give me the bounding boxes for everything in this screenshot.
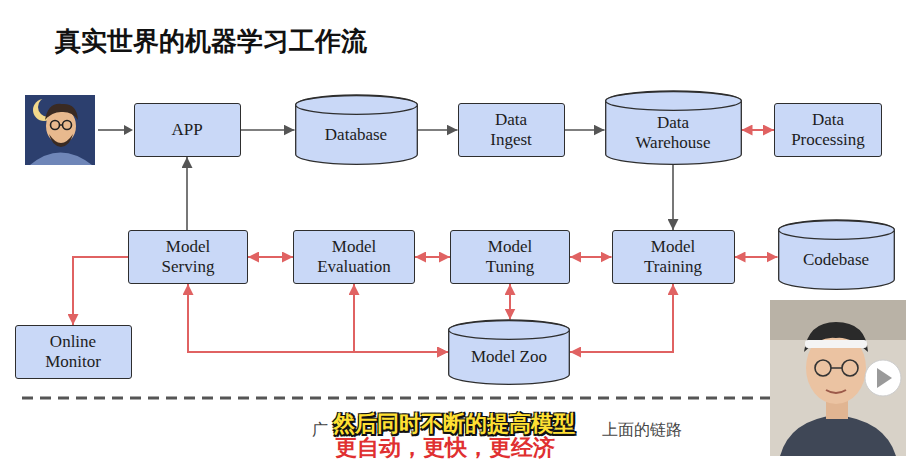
flow-arrow [735, 256, 778, 258]
process-box: Model Serving [128, 230, 248, 284]
flow-arrow [570, 284, 673, 352]
flow-arrow [73, 257, 128, 325]
node-label: Model Training [633, 237, 713, 276]
flow-arrow [241, 129, 295, 131]
node-label: Model Evaluation [309, 237, 399, 276]
process-box: Model Training [612, 230, 735, 284]
presenter-video [770, 300, 906, 456]
flow-arrow [509, 284, 511, 320]
flow-arrow [354, 284, 448, 352]
slide-title: 真实世界的机器学习工作流 [55, 24, 367, 59]
process-box: Data Ingest [458, 103, 565, 157]
play-button [865, 360, 901, 396]
flow-arrow [188, 284, 448, 352]
node-label: Data Ingest [481, 110, 541, 149]
user-arrow-head [124, 125, 133, 135]
node-label: Model Tuning [480, 237, 540, 276]
flow-arrow [415, 256, 450, 258]
process-box: Online Monitor [15, 325, 132, 379]
node-label: APP [171, 120, 202, 140]
node-label: Model Zoo [471, 347, 547, 367]
flow-arrow [248, 256, 293, 258]
node-label: Data Warehouse [623, 113, 723, 152]
process-box: APP [134, 103, 241, 157]
datastore-cylinder: Model Zoo [448, 320, 570, 385]
slide-note: 广 [312, 421, 328, 438]
datastore-cylinder: Data Warehouse [605, 91, 742, 165]
node-label: Online Monitor [38, 332, 108, 371]
node-label: Data Processing [783, 110, 873, 149]
datastore-cylinder: Database [295, 95, 418, 165]
user-avatar [25, 95, 95, 165]
node-label: Database [325, 125, 387, 145]
flow-arrow [565, 129, 605, 131]
flow-arrow [418, 129, 458, 131]
flow-arrow [570, 256, 612, 258]
process-box: Model Evaluation [293, 230, 415, 284]
slide-note: 上面的链路 [602, 421, 682, 438]
user-arrow [98, 129, 128, 131]
flow-arrow [742, 129, 775, 131]
process-box: Model Tuning [450, 230, 570, 284]
slide-slogan: 更自动，更快，更经济 [335, 436, 555, 460]
video-subtitle: 然后同时不断的提高模型 [333, 412, 575, 436]
flow-arrow [186, 157, 188, 230]
datastore-cylinder: Codebase [778, 220, 895, 290]
node-label: Codebase [803, 250, 869, 270]
process-box: Data Processing [774, 103, 882, 157]
node-label: Model Serving [153, 237, 223, 276]
flow-arrow [672, 165, 674, 230]
